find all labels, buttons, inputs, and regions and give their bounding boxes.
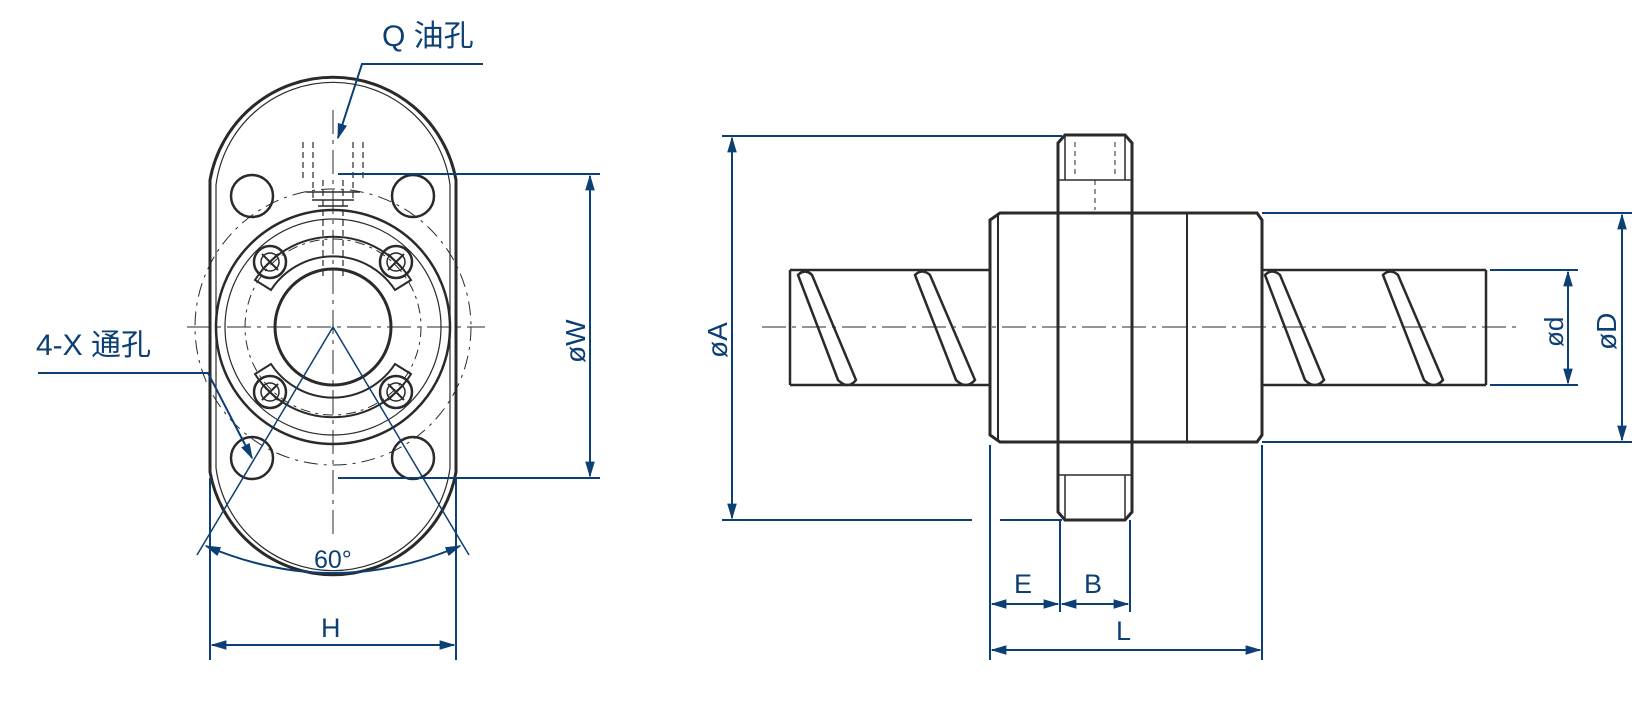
through-hole <box>229 173 275 219</box>
side-view <box>762 133 1520 522</box>
dim-l-label: L <box>1116 616 1131 646</box>
through-hole <box>229 435 275 481</box>
screw <box>252 244 288 280</box>
through-hole <box>390 173 436 219</box>
dim-b-label: B <box>1084 569 1102 599</box>
flange-outline <box>208 75 458 577</box>
angle-label: 60° <box>314 546 352 574</box>
dia-a-label: øA <box>702 322 733 358</box>
dim-h-label: H <box>321 613 341 643</box>
dim-e-label: E <box>1014 569 1032 599</box>
oil-hole-label: Q 油孔 <box>382 20 474 53</box>
screw-shaft-left <box>788 268 990 387</box>
side-dimensions <box>722 135 1632 660</box>
dia-d-large-label: øD <box>1591 313 1622 350</box>
screw <box>378 374 414 410</box>
through-hole <box>390 435 436 481</box>
front-view <box>187 75 485 577</box>
dia-w-label: øW <box>560 319 591 363</box>
front-dimensions <box>38 63 600 660</box>
dia-d-small-label: ød <box>1539 317 1569 347</box>
nut-body-side <box>988 211 1264 444</box>
screw <box>378 244 414 280</box>
through-hole-label: 4-X 通孔 <box>36 329 151 362</box>
screw <box>252 374 288 410</box>
